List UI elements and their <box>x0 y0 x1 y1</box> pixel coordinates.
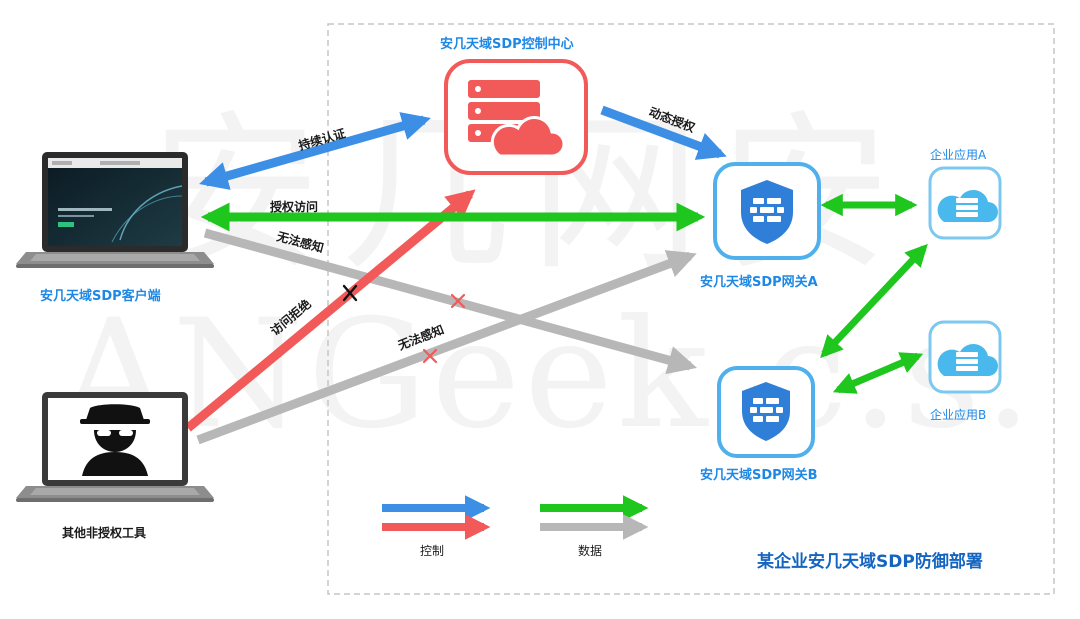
cross-mark-icon <box>422 348 438 364</box>
edge-gateway-b-app-b <box>832 352 924 394</box>
cross-mark-icon <box>450 293 466 309</box>
shield-firewall-icon <box>742 382 790 441</box>
edge-label-authorized-access: 授权访问 <box>270 199 318 214</box>
gateway-a-node <box>713 162 821 260</box>
app-b-label: 企业应用B <box>930 408 987 422</box>
laptop-icon <box>16 152 214 268</box>
gateway-b-label: 安几天域SDP网关B <box>700 468 818 483</box>
cross-mark-icon <box>342 284 358 302</box>
laptop-icon <box>16 392 214 502</box>
cloud-server-icon <box>937 343 998 376</box>
app-b-node <box>928 320 1002 394</box>
shield-firewall-icon <box>741 180 793 244</box>
cloud-server-icon <box>937 189 998 222</box>
legend-label-data: 数据 <box>578 544 603 558</box>
legend <box>382 495 649 540</box>
edge-app-a-gateway-b <box>820 243 928 359</box>
control-center-label: 安几天域SDP控制中心 <box>440 37 574 52</box>
edge-tools-control-center <box>185 189 476 432</box>
control-center-node <box>444 59 588 175</box>
app-a-node <box>928 166 1002 240</box>
gateway-a-label: 安几天域SDP网关A <box>700 275 818 290</box>
other-tools-label: 其他非授权工具 <box>62 526 147 540</box>
legend-label-control: 控制 <box>420 544 445 558</box>
deployment-title: 某企业安几天域SDP防御部署 <box>757 552 983 572</box>
gateway-b-node <box>717 366 815 458</box>
hacker-icon <box>80 404 150 476</box>
deployment-boundary <box>327 23 1055 595</box>
server-cloud-icon <box>468 80 566 158</box>
edge-tools-gateway-a <box>196 250 697 445</box>
app-a-label: 企业应用A <box>930 148 987 162</box>
edge-client-gateway-b <box>203 228 697 375</box>
client-label: 安几天域SDP客户端 <box>40 289 161 304</box>
edge-control-center-gateway-a <box>600 105 727 160</box>
edge-client-control-center <box>199 112 431 190</box>
